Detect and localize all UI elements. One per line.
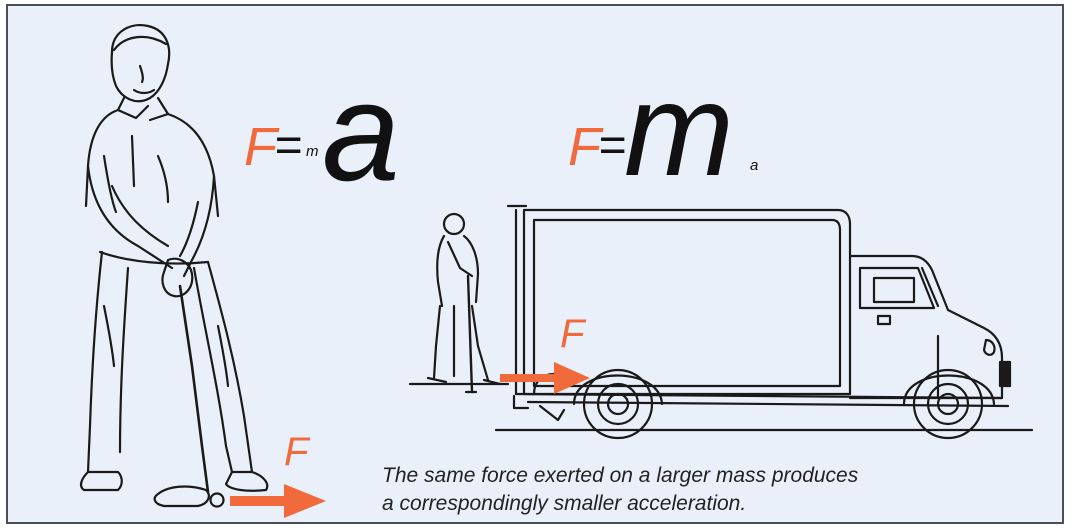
golfer-large-figure	[79, 24, 269, 508]
force-label-golf: F	[284, 430, 309, 474]
equation-golf-f: F	[244, 117, 277, 177]
force-arrow-golf	[230, 484, 326, 518]
equation-truck-m: m	[624, 56, 734, 203]
equation-golf-a: a	[322, 53, 400, 210]
force-label-truck: F	[560, 312, 585, 356]
caption: The same force exerted on a larger mass …	[382, 462, 1002, 518]
equation-golf-m: m	[306, 143, 319, 160]
illustration	[79, 24, 1034, 518]
diagram-panel: F = m a F = m a F F The same force exert…	[6, 4, 1064, 524]
equation-golf-equals: =	[274, 119, 303, 172]
equation-truck-equals: =	[598, 119, 627, 172]
caption-line-1: The same force exerted on a larger mass …	[382, 464, 859, 487]
equation-truck-f: F	[568, 117, 601, 177]
equation-truck-a: a	[750, 157, 759, 174]
caption-line-2: a correspondingly smaller acceleration.	[382, 492, 747, 515]
force-arrow-truck	[500, 362, 590, 394]
golfer-small-figure	[426, 212, 502, 394]
truck	[506, 204, 1012, 440]
